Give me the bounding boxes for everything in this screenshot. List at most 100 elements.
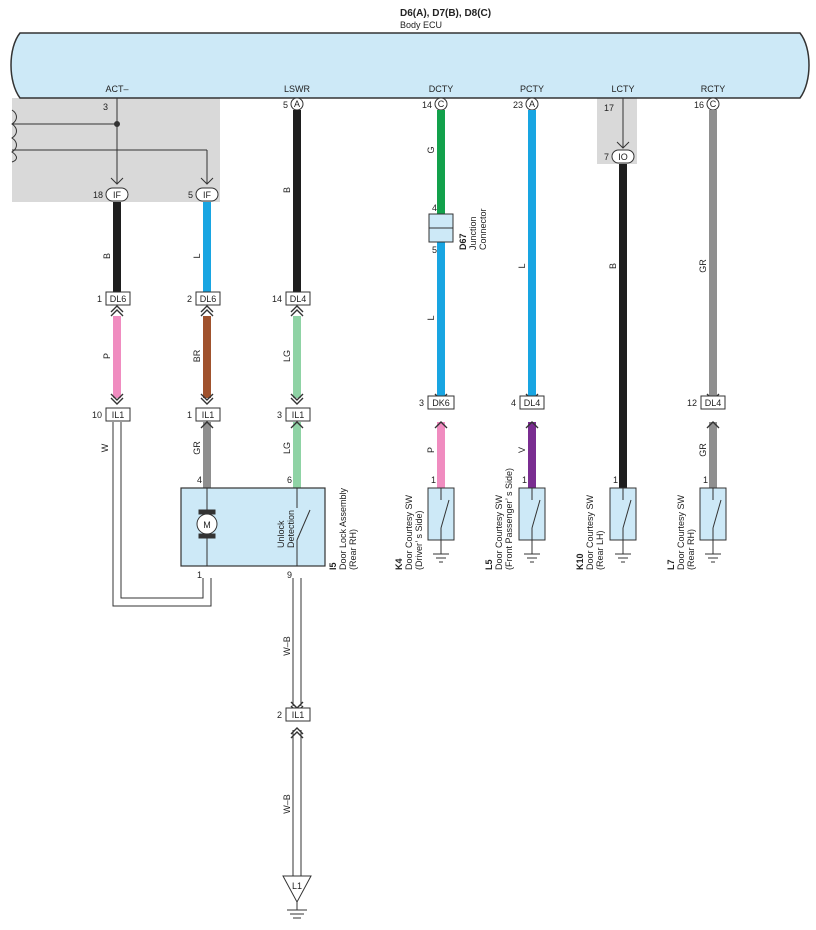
ecu-name-label: Body ECU [400,20,442,30]
conn-il1-10-code: IL1 [112,410,125,420]
conn-il1-1-code: IL1 [202,410,215,420]
color-lswr-mid: LG [282,350,292,362]
k10-position: (Rear LH) [595,530,605,570]
color-rcty-upper: GR [698,259,708,273]
color-lswr-upper: B [282,187,292,193]
l5-switch-icon [531,488,541,554]
junction-name: Junction Connector [468,208,488,250]
junction-connector-d67: 4 5 D67 Junction Connector [428,203,488,255]
color-lswr-ground-1: W–B [282,636,292,656]
switch-label-line1: Unlock [276,520,286,548]
l5-name: Door Courtesy SW [494,494,504,570]
conn-dk6-3-code: DK6 [432,398,450,408]
k4-position: (Driver’ s Side) [414,510,424,570]
courtesy-switch-l7: 1 L7 Door Courtesy SW (Rear RH) [666,475,727,570]
conn-dl4-4-code: DL4 [524,398,541,408]
k4-name: Door Courtesy SW [404,494,414,570]
conn-if18-code: IF [113,190,122,200]
color-lswr-ground-2: W–B [282,794,292,814]
conn-if5-pin: 5 [188,190,193,200]
conn-io7-pin: 7 [604,152,609,162]
conn-dl4-4-pin: 4 [511,398,516,408]
color-act-mid: P [102,353,112,359]
pin-lswr: 5 [283,100,288,110]
pin-letter-lswr: A [294,99,300,109]
l7-code: L7 [666,559,676,570]
ground-point-l1: L1 [282,875,312,919]
door-lock-assembly: 4 6 1 9 M Unlock Detection I5 Door Lock … [180,475,358,580]
junction-pin-bottom: 5 [432,245,437,255]
ecu-pins: 3 5 A 14 C 23 A 17 16 C [103,97,720,113]
l7-position: (Rear RH) [686,529,696,570]
wire-color-labels: B P W L BR GR B LG LG W–B W–B G L P L V … [100,146,708,813]
l5-pin: 1 [522,475,527,485]
ground-icon [287,902,307,919]
l5-ground-icon [524,553,540,563]
wires [113,110,717,488]
conn-il1-2-pin: 2 [277,710,282,720]
color-dcty-upper: G [426,146,436,153]
ecu-terminal-lcty: LCTY [611,84,634,94]
l7-name: Door Courtesy SW [676,494,686,570]
color-pcty-lower: V [517,447,527,453]
conn-il1-1-pin: 1 [187,410,192,420]
junction-name-line1: Junction [468,216,478,250]
pin-lcty: 17 [604,103,614,113]
conn-if5-code: IF [203,190,212,200]
k10-code: K10 [575,553,585,570]
pin-letter-dcty: C [438,99,445,109]
conn-dl6-1-pin: 1 [97,294,102,304]
switch-label-line2: Detection [286,510,296,548]
k10-name: Door Courtesy SW [585,494,595,570]
conn-dl6-1-code: DL6 [110,294,127,304]
l7-pin: 1 [703,475,708,485]
inline-connectors: IF 18 IF 5 IO 7 DL6 1 DL6 2 DL4 14 IL1 1… [92,149,726,722]
ecu-terminal-pcty: PCTY [520,84,544,94]
conn-dl6-2-pin: 2 [187,294,192,304]
l5-position: (Front Passenger’ s Side) [504,468,514,570]
color-lswr-lower: LG [282,442,292,454]
k10-pin: 1 [613,475,618,485]
pin-dcty: 14 [422,100,432,110]
door-lock-position: (Rear RH) [348,529,358,570]
unlock-detection-switch-icon [296,488,311,566]
color-if5-mid: BR [192,349,202,362]
ecu-terminal-lswr: LSWR [284,84,311,94]
conn-il1-3-code: IL1 [292,410,305,420]
conn-if18-pin: 18 [93,190,103,200]
pin-act: 3 [103,102,108,112]
wire-lswr-wb [292,578,302,876]
door-lock-pin-6: 6 [287,475,292,485]
k4-switch-icon [440,488,450,554]
color-pcty-upper: L [517,263,527,268]
conn-dl4-12-code: DL4 [705,398,722,408]
conn-il1-2-code: IL1 [292,710,305,720]
junction-code: D67 [458,233,468,250]
k4-code: K4 [394,558,404,570]
door-lock-name: Door Lock Assembly [338,487,348,570]
conn-dl4-14-code: DL4 [290,294,307,304]
l7-switch-icon [712,488,722,554]
k4-pin: 1 [431,475,436,485]
body-ecu: D6(A), D7(B), D8(C) Body ECU ACT– LSWR D… [10,8,810,99]
color-dcty-mid: L [426,315,436,320]
conn-dk6-3-pin: 3 [419,398,424,408]
switch-label: Unlock Detection [276,510,296,548]
act-internal-lines [11,98,630,185]
color-lcty: B [608,263,618,269]
pin-letter-rcty: C [710,99,717,109]
door-lock-pin-4: 4 [197,475,202,485]
ecu-terminal-rcty: RCTY [701,84,726,94]
color-if5-lower: GR [192,441,202,455]
ecu-connectors-label: D6(A), D7(B), D8(C) [400,8,491,19]
color-rcty-lower: GR [698,443,708,457]
k4-ground-icon [433,553,449,563]
conn-il1-10-pin: 10 [92,410,102,420]
junction-pin-top: 4 [432,203,437,213]
conn-io7-code: IO [618,152,628,162]
wire-act-w [112,422,212,607]
conn-dl4-14-pin: 14 [272,294,282,304]
conn-dl6-2-code: DL6 [200,294,217,304]
conn-il1-3-pin: 3 [277,410,282,420]
